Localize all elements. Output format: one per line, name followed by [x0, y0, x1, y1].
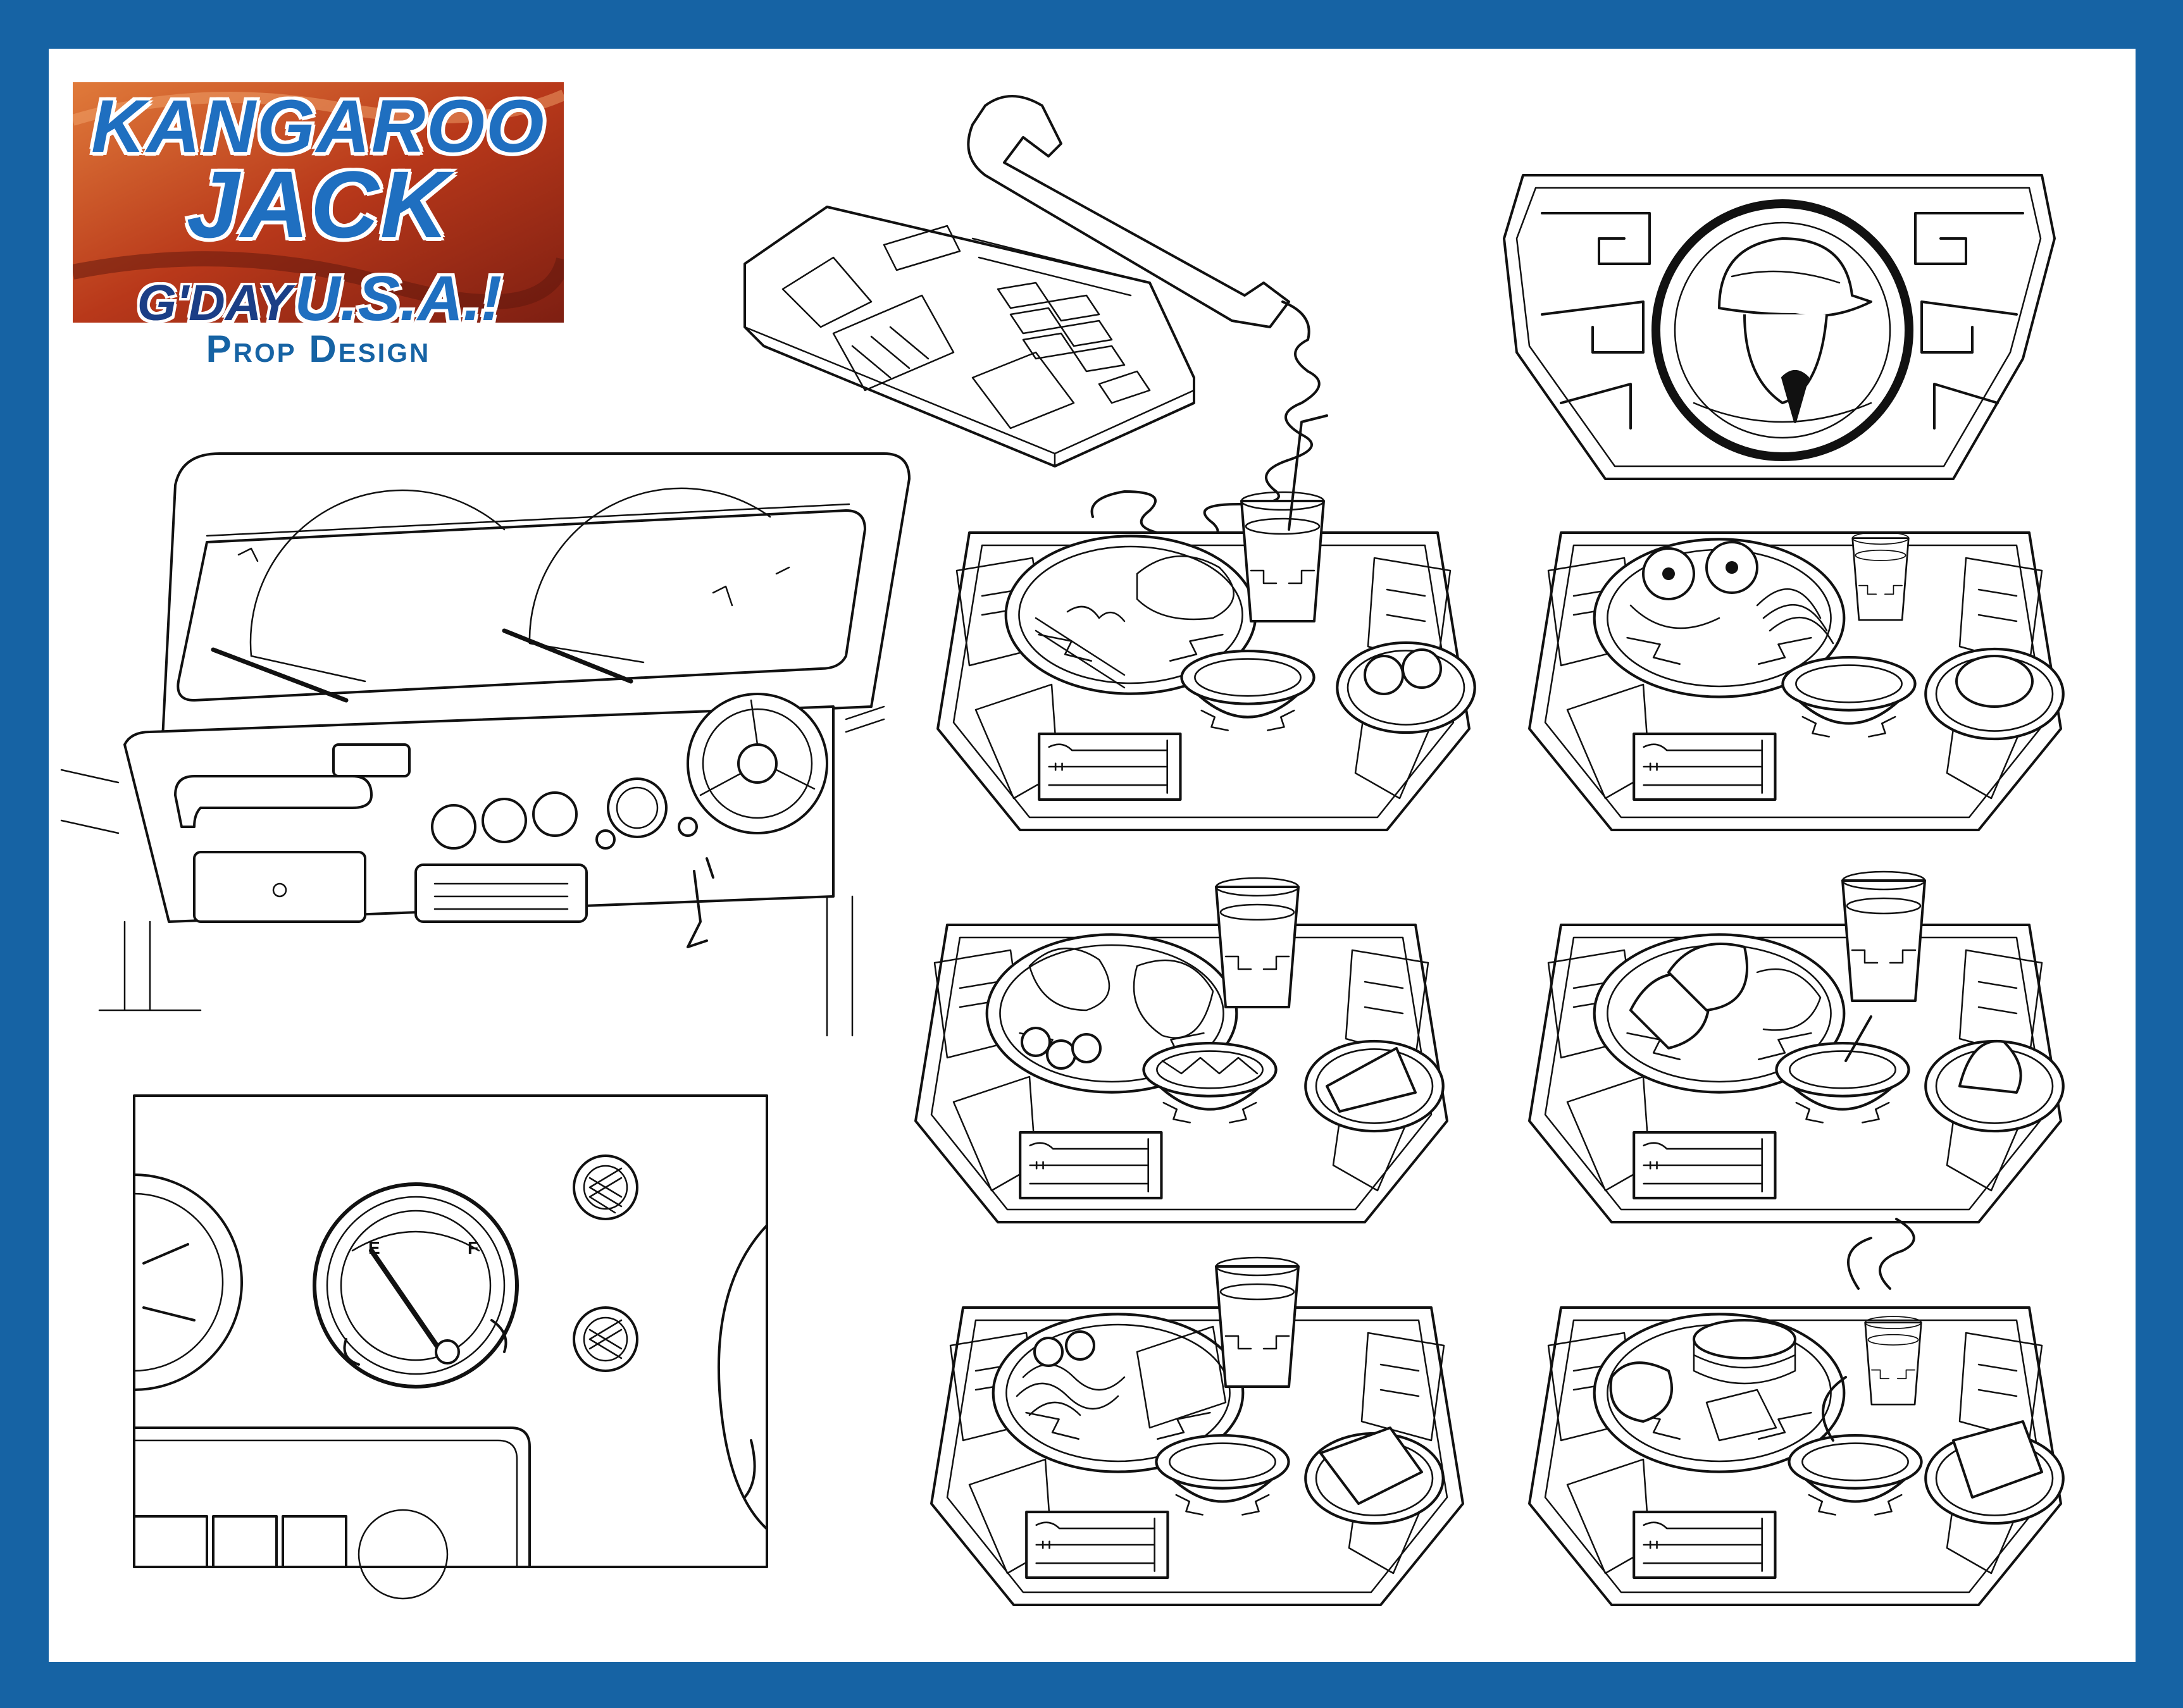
drawings-layer: E F [49, 49, 2136, 1662]
logo-word-usa: U.S.A.! [294, 263, 502, 323]
meal-tray-pancakes [1528, 1218, 2063, 1606]
logo-word-kangaroo: KANGAROO [91, 85, 545, 168]
gauge-closeup-drawing: E F [133, 1094, 768, 1600]
svg-text:F: F [468, 1238, 478, 1258]
logo-word-gday: G'DAY [137, 275, 292, 323]
svg-text:E: E [368, 1238, 380, 1258]
meal-tray-chicken [914, 878, 1448, 1223]
tray-emblem-drawing [1503, 174, 2056, 480]
meal-tray-eggs-bacon [1528, 531, 2063, 831]
logo-tagline: G'DAY U.S.A.! [85, 263, 554, 323]
meal-tray-tacos [1528, 872, 2063, 1223]
meal-tray-spaghetti [930, 1258, 1464, 1606]
prop-sheet: KANGAROO JACK G'DAY U.S.A.! Prop Design [49, 49, 2136, 1662]
meal-tray-kebab [936, 414, 1475, 831]
show-logo: KANGAROO JACK G'DAY U.S.A.! [73, 82, 564, 323]
sheet-subtitle: Prop Design [206, 328, 431, 370]
jeep-dashboard-drawing [60, 452, 911, 1037]
telephone-drawing [743, 95, 1321, 539]
logo-background [73, 82, 564, 323]
logo-word-jack: JACK [186, 151, 451, 257]
